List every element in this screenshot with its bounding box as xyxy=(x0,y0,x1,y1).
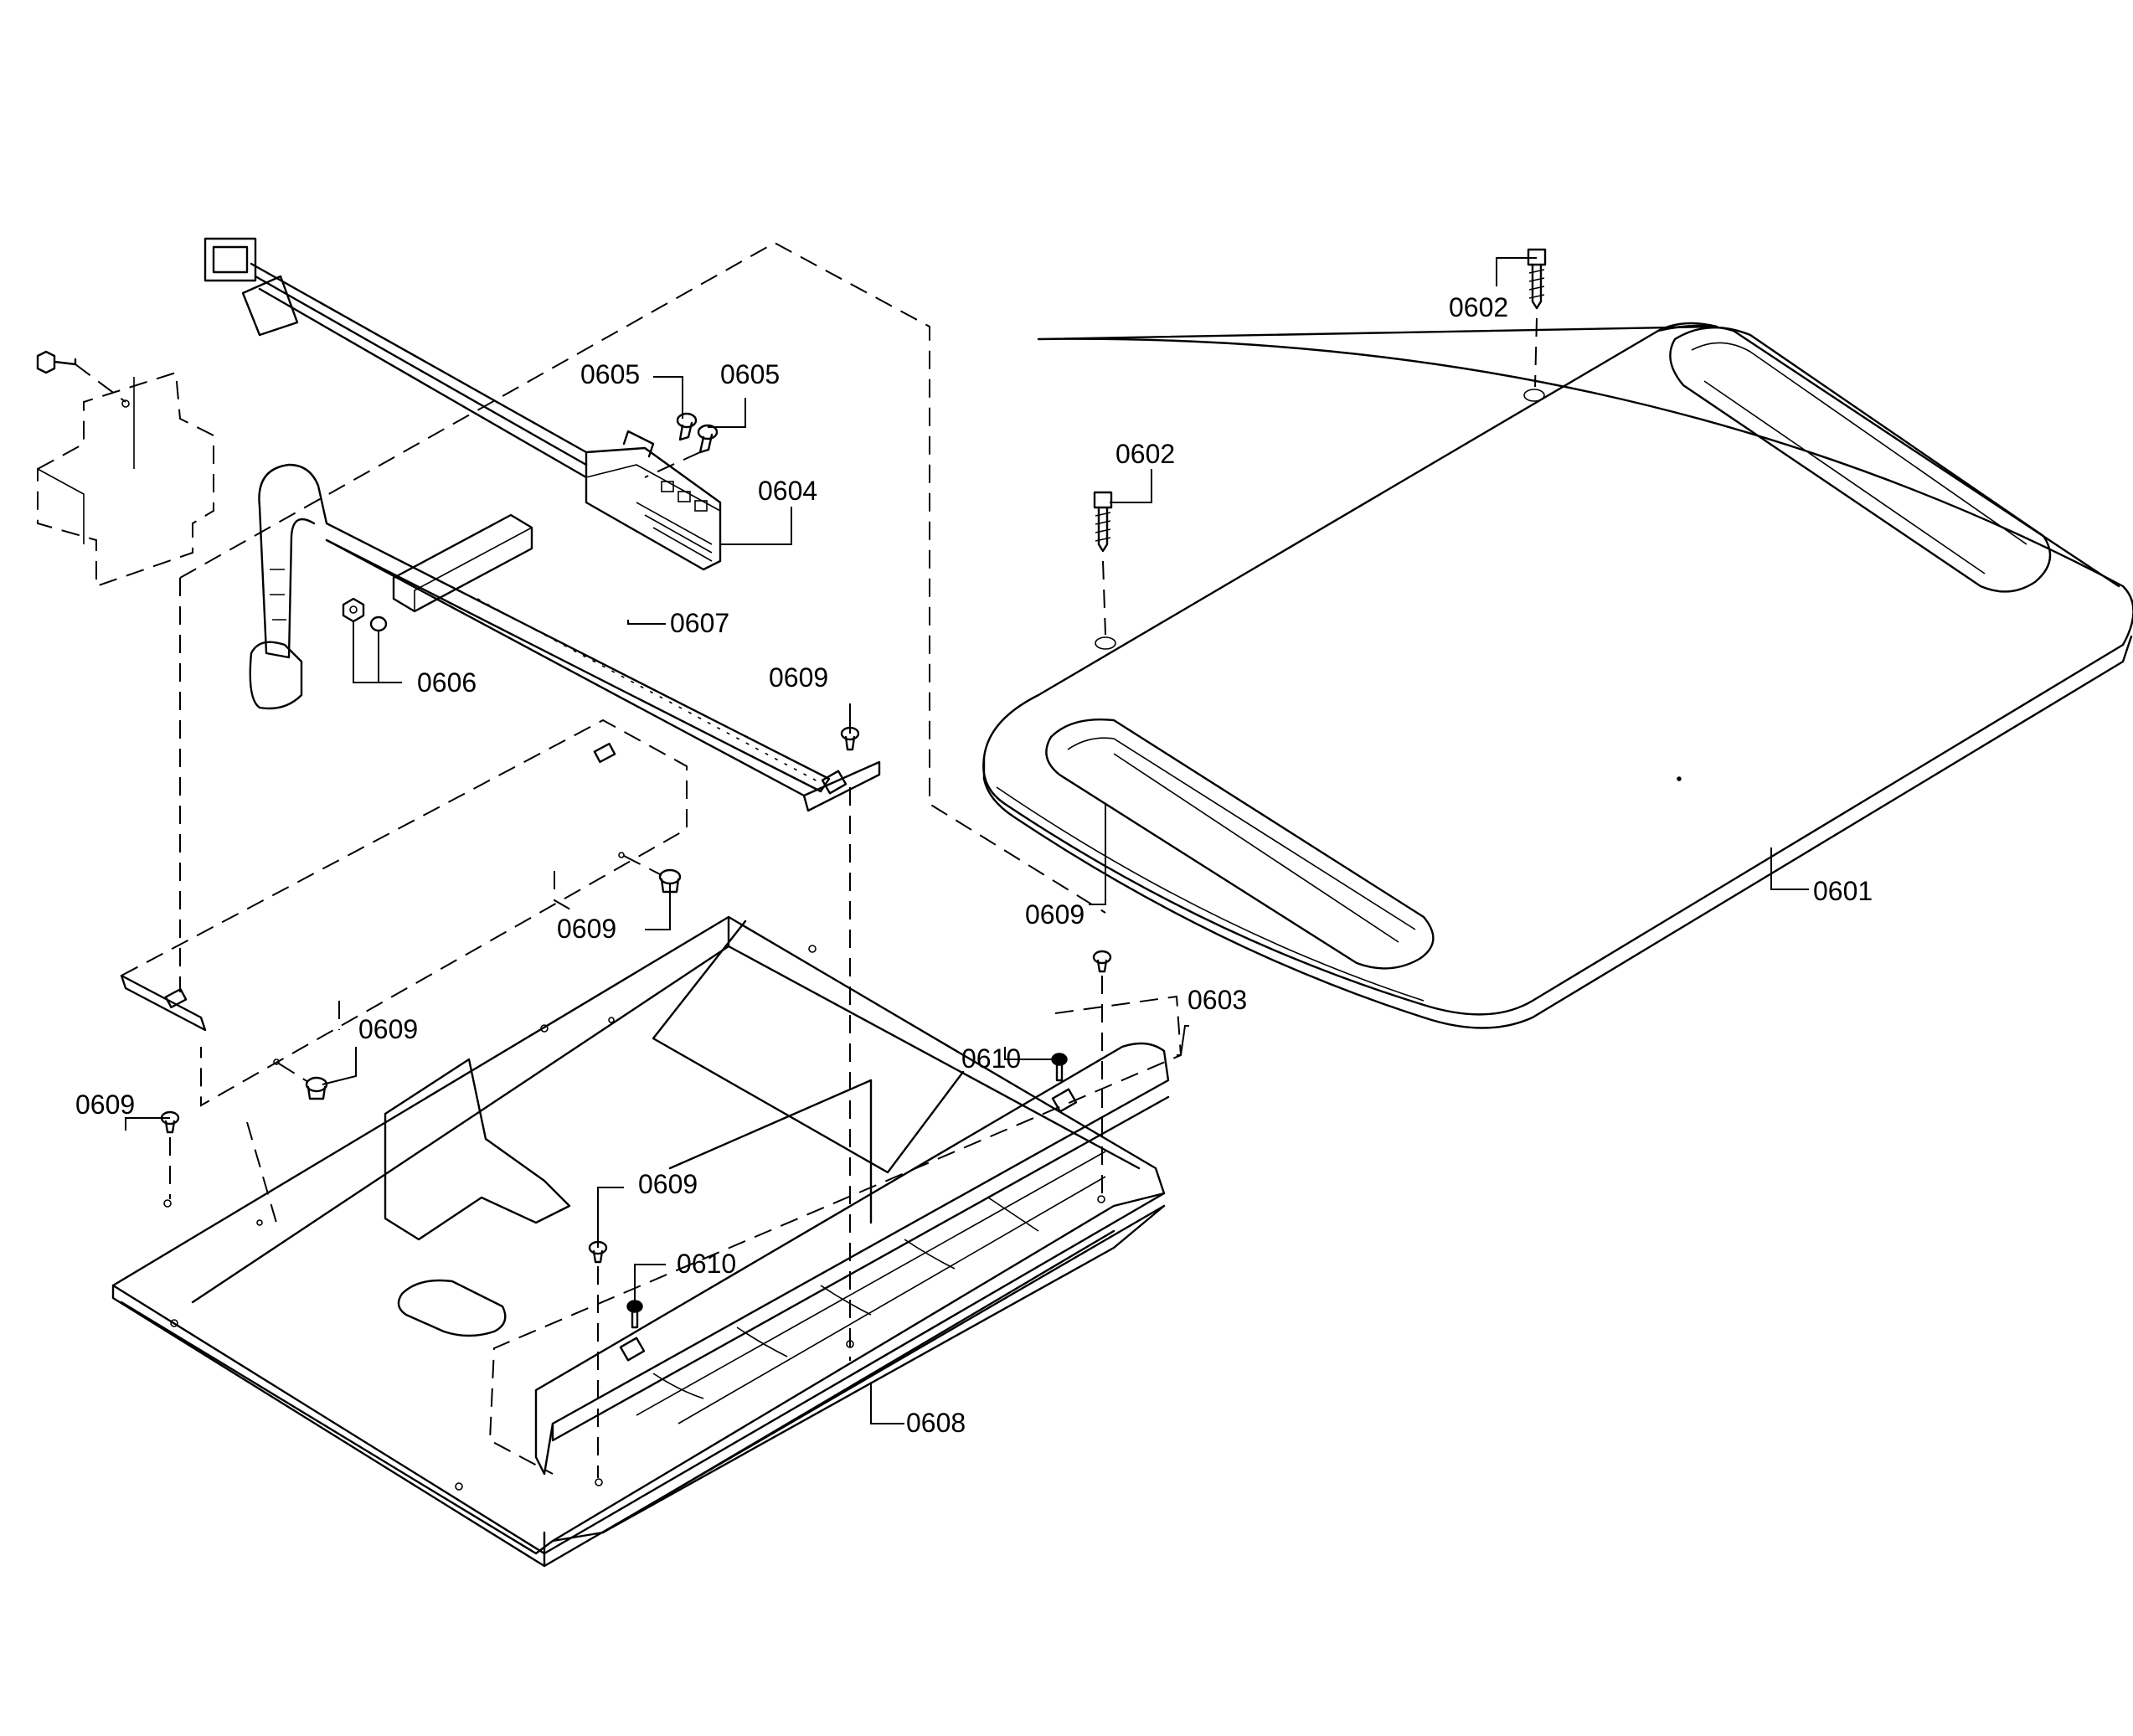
screw-0609-d xyxy=(273,1059,328,1100)
screw-0609-f xyxy=(588,1240,608,1478)
screw-0609-c xyxy=(1092,950,1112,1193)
side-bracket xyxy=(36,350,214,588)
burner-tube-0607 xyxy=(249,463,881,812)
label-0609-c: 0609 xyxy=(1025,899,1085,930)
callout-labels: 0601 0602 0602 0603 0604 0605 0605 0606 … xyxy=(75,292,1873,1438)
front-rail-0603 xyxy=(488,995,1182,1476)
screw-0605-left xyxy=(676,412,698,441)
label-0609-a: 0609 xyxy=(769,662,828,693)
label-0609-b: 0609 xyxy=(557,914,616,944)
screw-0609-b xyxy=(618,852,682,894)
bracket-panel xyxy=(120,578,851,1361)
screw-0602-mid xyxy=(1093,491,1113,636)
label-0603: 0603 xyxy=(1188,985,1247,1015)
label-0606: 0606 xyxy=(417,667,477,698)
label-0602-mid: 0602 xyxy=(1115,439,1175,469)
label-0609-e: 0609 xyxy=(75,1090,135,1120)
label-0604: 0604 xyxy=(758,476,817,506)
igniter-harness-0604 xyxy=(204,237,722,571)
base-tray-0608 xyxy=(111,915,1166,1568)
label-0609-d: 0609 xyxy=(358,1014,418,1044)
top-panel-0601 xyxy=(982,322,2133,1029)
label-0608: 0608 xyxy=(906,1408,966,1438)
label-0607: 0607 xyxy=(670,608,729,638)
screw-0605-right xyxy=(644,424,719,478)
label-0610-a: 0610 xyxy=(961,1043,1021,1074)
screw-0610-a xyxy=(1051,1053,1068,1082)
label-0602-top: 0602 xyxy=(1449,292,1508,322)
nut-0606 xyxy=(342,597,388,632)
leader-lines xyxy=(125,257,1809,1424)
label-0609-f: 0609 xyxy=(638,1169,698,1199)
label-0605-left: 0605 xyxy=(580,359,640,389)
assembly-envelope xyxy=(179,241,1106,914)
label-0610-b: 0610 xyxy=(677,1249,736,1279)
label-0605-right: 0605 xyxy=(720,359,780,389)
label-0601: 0601 xyxy=(1813,876,1873,906)
screw-0609-e xyxy=(160,1110,180,1199)
screw-0602-top xyxy=(1527,248,1547,388)
